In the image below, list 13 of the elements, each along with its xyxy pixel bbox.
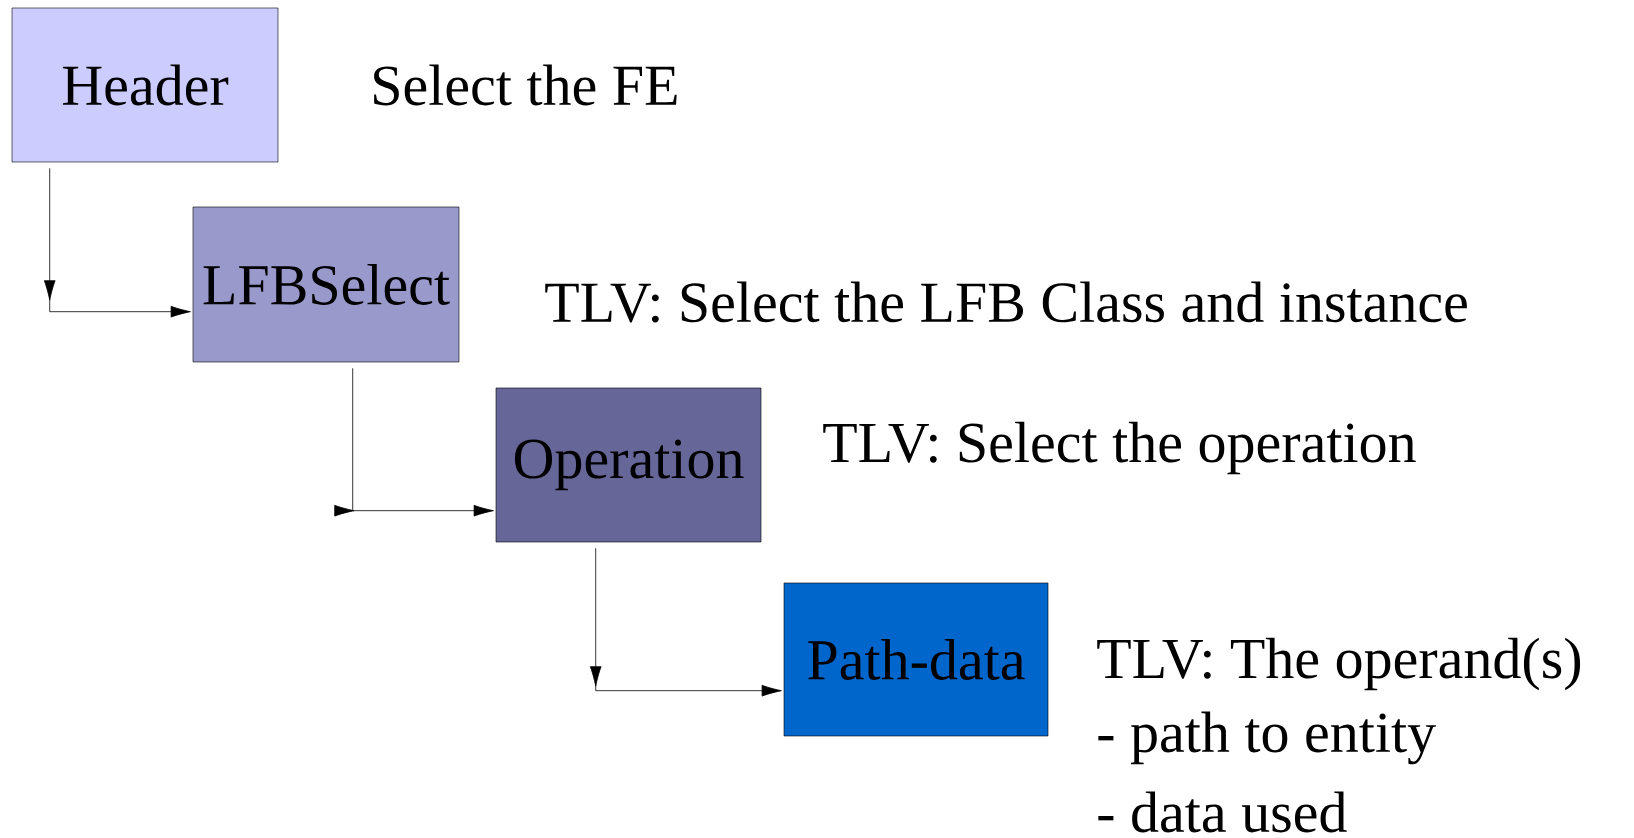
arrow [589, 547, 782, 697]
description-text: - data used [1098, 791, 1347, 833]
process-box: Path-data [783, 582, 1049, 737]
description-text: TLV: The operand(s) [1097, 637, 1581, 691]
arrow [334, 367, 494, 517]
arrow [43, 167, 191, 318]
description-text: TLV: Select the operation [823, 421, 1416, 475]
process-box: LFBSelect [192, 206, 460, 363]
description-text: TLV: Select the LFB Class and instance [545, 281, 1467, 323]
description-text: - path to entity [1098, 711, 1436, 765]
process-box: Operation [495, 387, 762, 543]
process-box: Header [11, 7, 279, 163]
description-text: Select the FE [374, 64, 677, 106]
